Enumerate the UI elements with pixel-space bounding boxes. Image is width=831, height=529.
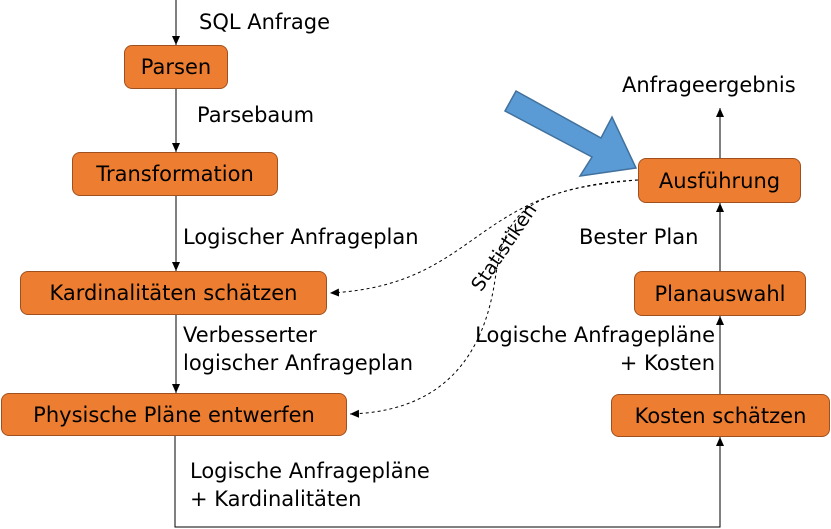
node-planauswahl: Planauswahl — [634, 271, 806, 316]
label-sql-anfrage: SQL Anfrage — [199, 10, 331, 34]
node-physische-plaene-entwerfen: Physische Pläne entwerfen — [1, 393, 347, 436]
node-kosten-schaetzen: Kosten schätzen — [611, 394, 830, 437]
node-ausfuehrung: Ausführung — [638, 158, 801, 203]
arrow-physische-to-kosten — [174, 436, 724, 528]
label-right-line2: + Kosten — [619, 351, 715, 375]
label-bottom-line1: Logische Anfragepläne — [190, 459, 430, 483]
label-parsebaum: Parsebaum — [197, 103, 315, 127]
label-right-line1: Logische Anfragepläne — [475, 323, 715, 347]
node-kardinalitaeten-schaetzen: Kardinalitäten schätzen — [20, 271, 327, 315]
node-parsen: Parsen — [124, 45, 228, 89]
label-logischer-anfrageplan: Logischer Anfrageplan — [183, 225, 419, 249]
label-verbesserter-line1: Verbesserter — [183, 323, 317, 347]
label-anfrageergebnis: Anfrageergebnis — [622, 73, 796, 97]
jetzt-hier-callout-arrow — [503, 89, 638, 177]
label-bottom-line2: + Kardinalitäten — [190, 487, 362, 511]
statistics-to-physische-dashed — [349, 179, 639, 418]
label-verbesserter-line2: logischer Anfrageplan — [183, 351, 414, 375]
label-bester-plan: Bester Plan — [579, 225, 699, 249]
node-transformation: Transformation — [72, 152, 278, 196]
